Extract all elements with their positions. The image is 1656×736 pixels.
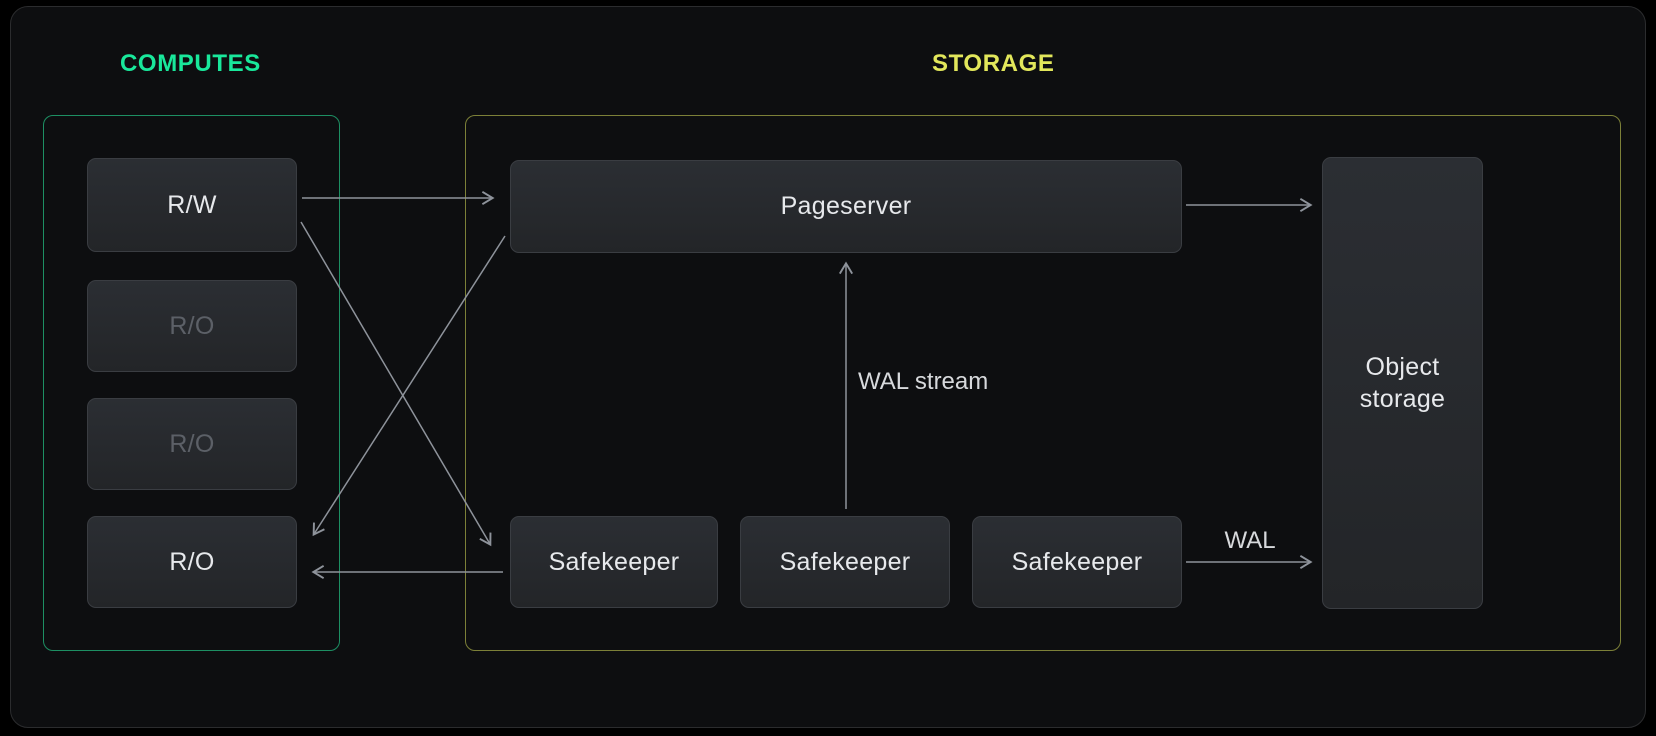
safekeeper-node-2: Safekeeper: [740, 516, 950, 608]
pageserver-node: Pageserver: [510, 160, 1182, 253]
wal-stream-label: WAL stream: [858, 368, 989, 395]
compute-node-ro-3: R/O: [87, 516, 297, 608]
object-storage-node: Object storage: [1322, 157, 1483, 609]
compute-node-rw: R/W: [87, 158, 297, 252]
safekeeper-node-1: Safekeeper: [510, 516, 718, 608]
safekeeper-node-3: Safekeeper: [972, 516, 1182, 608]
wal-label: WAL: [1224, 527, 1276, 554]
compute-node-ro-1: R/O: [87, 280, 297, 372]
compute-node-ro-2: R/O: [87, 398, 297, 490]
storage-section-label: STORAGE: [932, 50, 1055, 77]
computes-section-label: COMPUTES: [120, 50, 261, 77]
